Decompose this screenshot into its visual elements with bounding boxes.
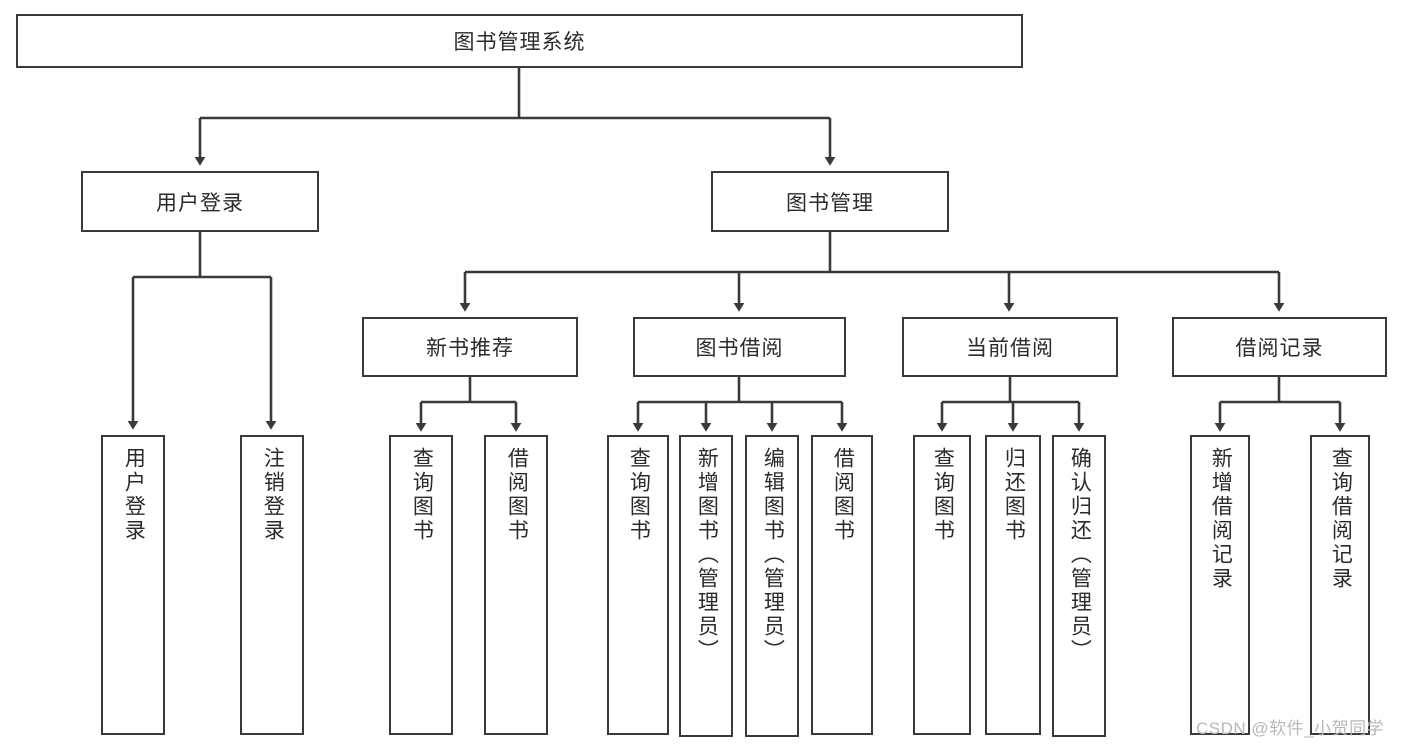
- leaf-edit-book-admin[interactable]: 编辑图书（管理员）: [745, 435, 799, 737]
- leaf-query-book-current[interactable]: 查询图书: [913, 435, 971, 735]
- node-book-management-label: 图书管理: [786, 191, 874, 215]
- leaf-borrow-book[interactable]: 借阅图书: [811, 435, 873, 735]
- leaf-query-borrow-record[interactable]: 查询借阅记录: [1310, 435, 1370, 735]
- node-new-book-recommend-label: 新书推荐: [426, 337, 514, 360]
- leaf-edit-book-admin-label: 编辑图书（管理员）: [761, 447, 785, 663]
- node-new-book-recommend[interactable]: 新书推荐: [362, 317, 578, 377]
- leaf-confirm-return-admin-label: 确认归还（管理员）: [1068, 447, 1092, 663]
- leaf-user-login-label: 用户登录: [122, 447, 146, 543]
- leaf-confirm-return-admin[interactable]: 确认归还（管理员）: [1052, 435, 1106, 737]
- leaf-borrow-book-recommend-label: 借阅图书: [505, 447, 529, 543]
- leaf-add-book-admin-label: 新增图书（管理员）: [695, 447, 719, 663]
- leaf-query-book-borrow[interactable]: 查询图书: [607, 435, 669, 735]
- leaf-add-borrow-record-label: 新增借阅记录: [1209, 447, 1233, 591]
- leaf-query-book-current-label: 查询图书: [931, 447, 955, 543]
- leaf-borrow-book-label: 借阅图书: [831, 447, 855, 543]
- leaf-query-borrow-record-label: 查询借阅记录: [1329, 447, 1353, 591]
- node-user-login-label: 用户登录: [156, 191, 244, 215]
- node-root-label: 图书管理系统: [453, 31, 586, 54]
- leaf-logout[interactable]: 注销登录: [240, 435, 304, 735]
- node-root[interactable]: 图书管理系统: [16, 14, 1023, 68]
- leaf-add-borrow-record[interactable]: 新增借阅记录: [1190, 435, 1250, 735]
- node-current-borrow-label: 当前借阅: [966, 337, 1054, 360]
- leaf-add-book-admin[interactable]: 新增图书（管理员）: [679, 435, 733, 737]
- node-book-borrow-label: 图书借阅: [695, 337, 784, 360]
- node-book-borrow[interactable]: 图书借阅: [633, 317, 846, 377]
- leaf-query-book-recommend-label: 查询图书: [410, 447, 434, 543]
- node-book-management[interactable]: 图书管理: [711, 171, 949, 232]
- node-current-borrow[interactable]: 当前借阅: [902, 317, 1118, 377]
- leaf-borrow-book-recommend[interactable]: 借阅图书: [484, 435, 548, 735]
- leaf-query-book-borrow-label: 查询图书: [627, 447, 651, 543]
- leaf-return-book-label: 归还图书: [1002, 447, 1026, 543]
- node-user-login[interactable]: 用户登录: [81, 171, 319, 232]
- leaf-user-login[interactable]: 用户登录: [101, 435, 165, 735]
- csdn-watermark: CSDN @软件_小贺同学: [1196, 719, 1385, 738]
- leaf-query-book-recommend[interactable]: 查询图书: [389, 435, 453, 735]
- leaf-logout-label: 注销登录: [261, 447, 285, 543]
- node-borrow-record[interactable]: 借阅记录: [1172, 317, 1387, 377]
- node-borrow-record-label: 借阅记录: [1235, 337, 1324, 360]
- leaf-return-book[interactable]: 归还图书: [985, 435, 1041, 735]
